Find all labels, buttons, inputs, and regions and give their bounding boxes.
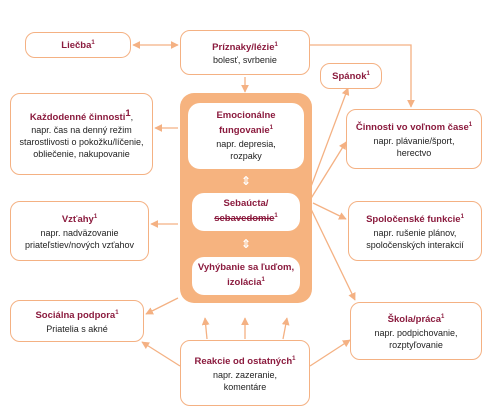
node-skola-title: Škola/práca1 bbox=[387, 314, 445, 326]
node-socialna-text: Priatelia s akné bbox=[46, 323, 108, 334]
link-emocionalne-sebaucta: ⇕ bbox=[240, 174, 252, 188]
arrow-core-spanok bbox=[305, 87, 350, 201]
node-spolocenske-text: napr. rušenie plánov, spoločenských inte… bbox=[366, 227, 464, 250]
node-kazdodenne: Každodenné činnosti1, napr. čas na denný… bbox=[10, 93, 153, 175]
core-vyhybanie-title: Vyhýbanie sa ľuďom, izolácia1 bbox=[197, 262, 295, 289]
link-sebaucta-vyhybanie: ⇕ bbox=[240, 237, 252, 251]
core-sebaucta: Sebaúcta/sebavedomie1 bbox=[192, 193, 300, 231]
core-emocionalne-text: napr. depresia, rozpaky bbox=[216, 138, 276, 161]
node-cinnosti-text: napr. plávanie/šport, herectvo bbox=[373, 135, 455, 158]
node-priznaky-text: bolesť, svrbenie bbox=[213, 55, 277, 66]
arrow-reakcie-core-left bbox=[201, 317, 210, 340]
node-liecba-title: Liečba1 bbox=[61, 40, 95, 52]
node-reakcie: Reakcie od ostatných1 napr. zazeranie, k… bbox=[180, 340, 310, 406]
node-vztahy: Vzťahy1 napr. nadväzovanie priateľstiev/… bbox=[10, 201, 149, 261]
node-kazdodenne-text: , napr. čas na denný režim starostlivost… bbox=[19, 112, 144, 159]
node-spanok: Spánok1 bbox=[320, 63, 382, 89]
core-emocionalne-title: Emocionálne fungovanie1 bbox=[216, 110, 276, 137]
node-liecba: Liečba1 bbox=[25, 32, 131, 58]
node-socialna: Sociálna podpora1 Priatelia s akné bbox=[10, 300, 144, 342]
arrow-reakcie-core-right bbox=[281, 317, 290, 340]
node-spolocenske: Spoločenské funkcie1 napr. rušenie pláno… bbox=[348, 201, 482, 261]
core-sebaucta-title: Sebaúcta/sebavedomie1 bbox=[214, 198, 278, 225]
arrow-core-skola bbox=[309, 206, 356, 301]
node-vztahy-title: Vzťahy1 bbox=[61, 214, 98, 226]
arrow-reakcie-socialna bbox=[141, 341, 181, 367]
node-cinnosti: Činnosti vo voľnom čase1 napr. plávanie/… bbox=[346, 109, 482, 169]
core-group: Emocionálne fungovanie1 napr. depresia, … bbox=[180, 93, 312, 303]
arrow-core-socialna bbox=[145, 297, 179, 315]
node-priznaky-title: Príznaky/lézie1 bbox=[212, 41, 278, 54]
arrow-core-spolocenske bbox=[312, 202, 347, 220]
node-cinnosti-title: Činnosti vo voľnom čase1 bbox=[355, 122, 473, 134]
core-vyhybanie: Vyhýbanie sa ľuďom, izolácia1 bbox=[192, 257, 300, 295]
node-reakcie-title: Reakcie od ostatných1 bbox=[194, 356, 296, 368]
node-skola-text: napr. podpichovanie, rozptyľovanie bbox=[374, 327, 458, 350]
arrow-core-cinnosti bbox=[309, 141, 347, 201]
node-priznaky: Príznaky/lézie1 bolesť, svrbenie bbox=[180, 30, 310, 75]
node-spolocenske-title: Spoločenské funkcie1 bbox=[366, 214, 464, 226]
node-spanok-title: Spánok1 bbox=[332, 71, 370, 83]
node-socialna-title: Sociálna podpora1 bbox=[35, 310, 119, 322]
core-emocionalne: Emocionálne fungovanie1 napr. depresia, … bbox=[188, 103, 304, 169]
arrow-reakcie-skola bbox=[309, 339, 351, 367]
node-reakcie-text: napr. zazeranie, komentáre bbox=[212, 369, 278, 392]
node-vztahy-text: napr. nadväzovanie priateľstiev/nových v… bbox=[24, 227, 135, 250]
arrow-priznaky-cinnosti bbox=[310, 44, 415, 108]
node-skola: Škola/práca1 napr. podpichovanie, rozpty… bbox=[350, 302, 482, 360]
node-kazdodenne-body: Každodenné činnosti1, napr. čas na denný… bbox=[19, 108, 144, 159]
